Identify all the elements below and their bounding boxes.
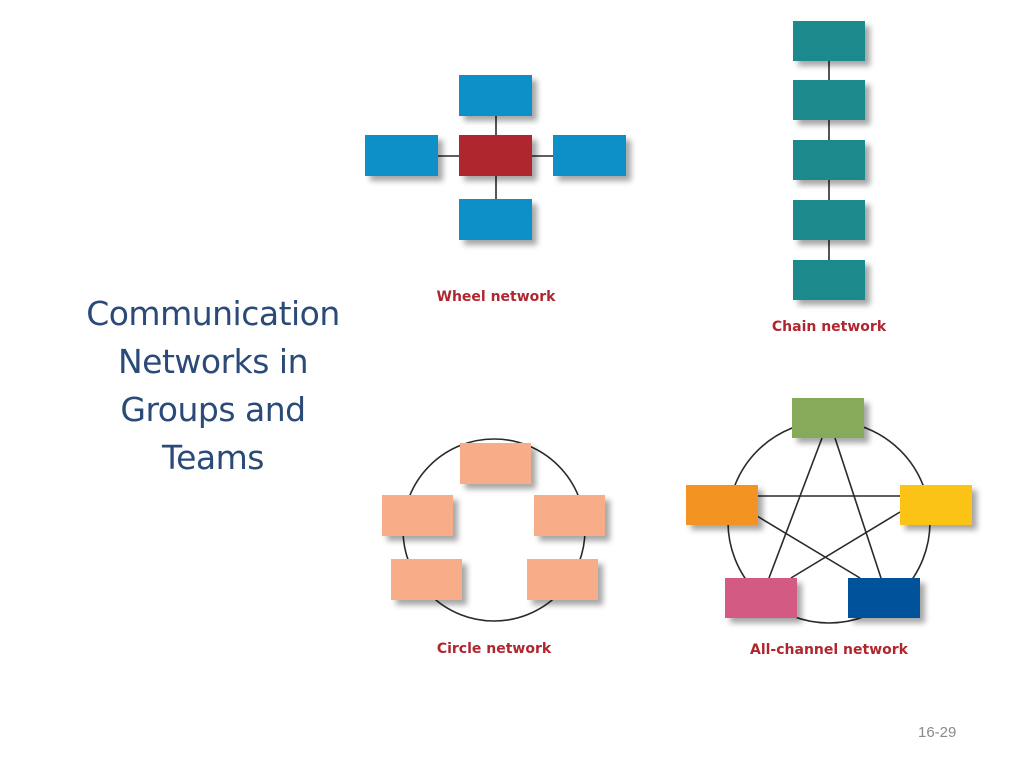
all-channel-link <box>790 511 901 579</box>
title-line: Communication <box>86 294 340 333</box>
all-channel-link <box>768 437 823 579</box>
slide-title: Communication Networks in Groups and Tea… <box>60 290 366 482</box>
circle-node <box>527 559 598 600</box>
circle-network-label: Circle network <box>437 641 552 657</box>
all-channel-node-left <box>686 485 758 525</box>
title-line: Networks in <box>117 342 309 381</box>
wheel-node-left <box>365 135 438 176</box>
all-channel-node-right <box>900 485 972 525</box>
wheel-node-right <box>553 135 626 176</box>
circle-node <box>382 495 453 536</box>
wheel-node-bottom <box>459 199 532 240</box>
wheel-node-top <box>459 75 532 116</box>
chain-node <box>793 260 865 300</box>
wheel-node-center <box>459 135 532 176</box>
chain-node <box>793 21 865 61</box>
all-channel-link <box>756 515 861 579</box>
wheel-network: Wheel network <box>365 75 626 305</box>
chain-node <box>793 140 865 180</box>
all-channel-network-label: All-channel network <box>750 642 909 658</box>
circle-node <box>534 495 605 536</box>
circle-node <box>460 443 531 484</box>
wheel-network-label: Wheel network <box>437 289 557 305</box>
all-channel-node-top <box>792 398 864 438</box>
chain-network: Chain network <box>772 21 887 335</box>
title-line: Groups and <box>120 390 306 429</box>
page-number: 16-29 <box>918 724 957 741</box>
all-channel-network: All-channel network <box>686 398 972 658</box>
all-channel-node-bottom-left <box>725 578 797 618</box>
chain-node <box>793 80 865 120</box>
chain-network-label: Chain network <box>772 319 887 335</box>
circle-node <box>391 559 462 600</box>
all-channel-node-bottom-right <box>848 578 920 618</box>
circle-network: Circle network <box>382 438 605 657</box>
chain-node <box>793 200 865 240</box>
all-channel-link <box>834 437 882 579</box>
title-line: Teams <box>162 438 264 477</box>
